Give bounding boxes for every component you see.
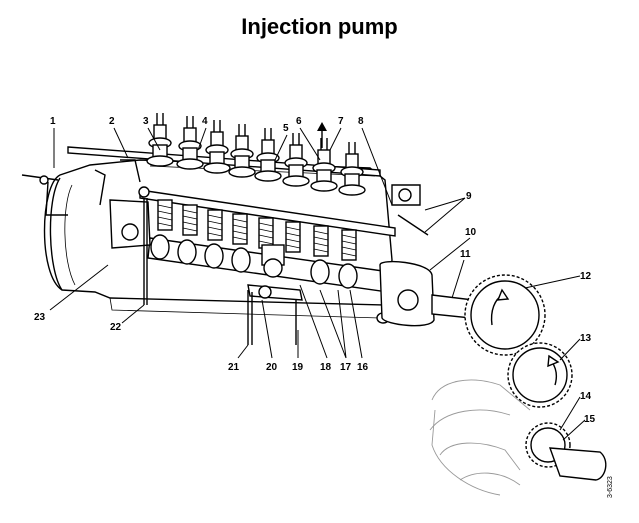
callout-19: 19 [292, 362, 304, 373]
callout-17: 17 [340, 362, 352, 373]
page-title: Injection pump [241, 14, 398, 39]
delivery-valves [146, 113, 366, 196]
callout-7: 7 [338, 116, 344, 127]
callout-16: 16 [357, 362, 369, 373]
callout-9: 9 [466, 191, 472, 202]
callout-5: 5 [283, 123, 289, 134]
flow-arrow [317, 122, 327, 148]
callout-3: 3 [143, 116, 149, 127]
callout-18: 18 [320, 362, 332, 373]
governor-linkage [21, 159, 151, 305]
callout-22: 22 [110, 322, 122, 333]
callout-12: 12 [580, 271, 592, 282]
callout-2: 2 [109, 116, 115, 127]
callout-4: 4 [202, 116, 208, 127]
feed-pump [247, 244, 303, 345]
callout-10: 10 [465, 227, 477, 238]
callout-1: 1 [50, 116, 56, 127]
pump-housing [43, 159, 393, 324]
callout-23: 23 [34, 312, 46, 323]
callout-8: 8 [358, 116, 364, 127]
callout-6: 6 [296, 116, 302, 127]
gear-train [464, 274, 607, 481]
leader-lines [49, 127, 586, 441]
callout-11: 11 [460, 249, 471, 260]
callout-13: 13 [580, 333, 592, 344]
callout-15: 15 [584, 414, 596, 425]
callout-20: 20 [266, 362, 278, 373]
callouts: 1 2 3 4 5 6 7 8 9 10 11 12 13 14 15 16 1… [34, 116, 596, 425]
callout-21: 21 [228, 362, 240, 373]
plunger-springs [157, 199, 357, 261]
crankshaft [429, 379, 531, 496]
drawing-code: 3-6323 [607, 476, 614, 498]
callout-14: 14 [580, 391, 592, 402]
